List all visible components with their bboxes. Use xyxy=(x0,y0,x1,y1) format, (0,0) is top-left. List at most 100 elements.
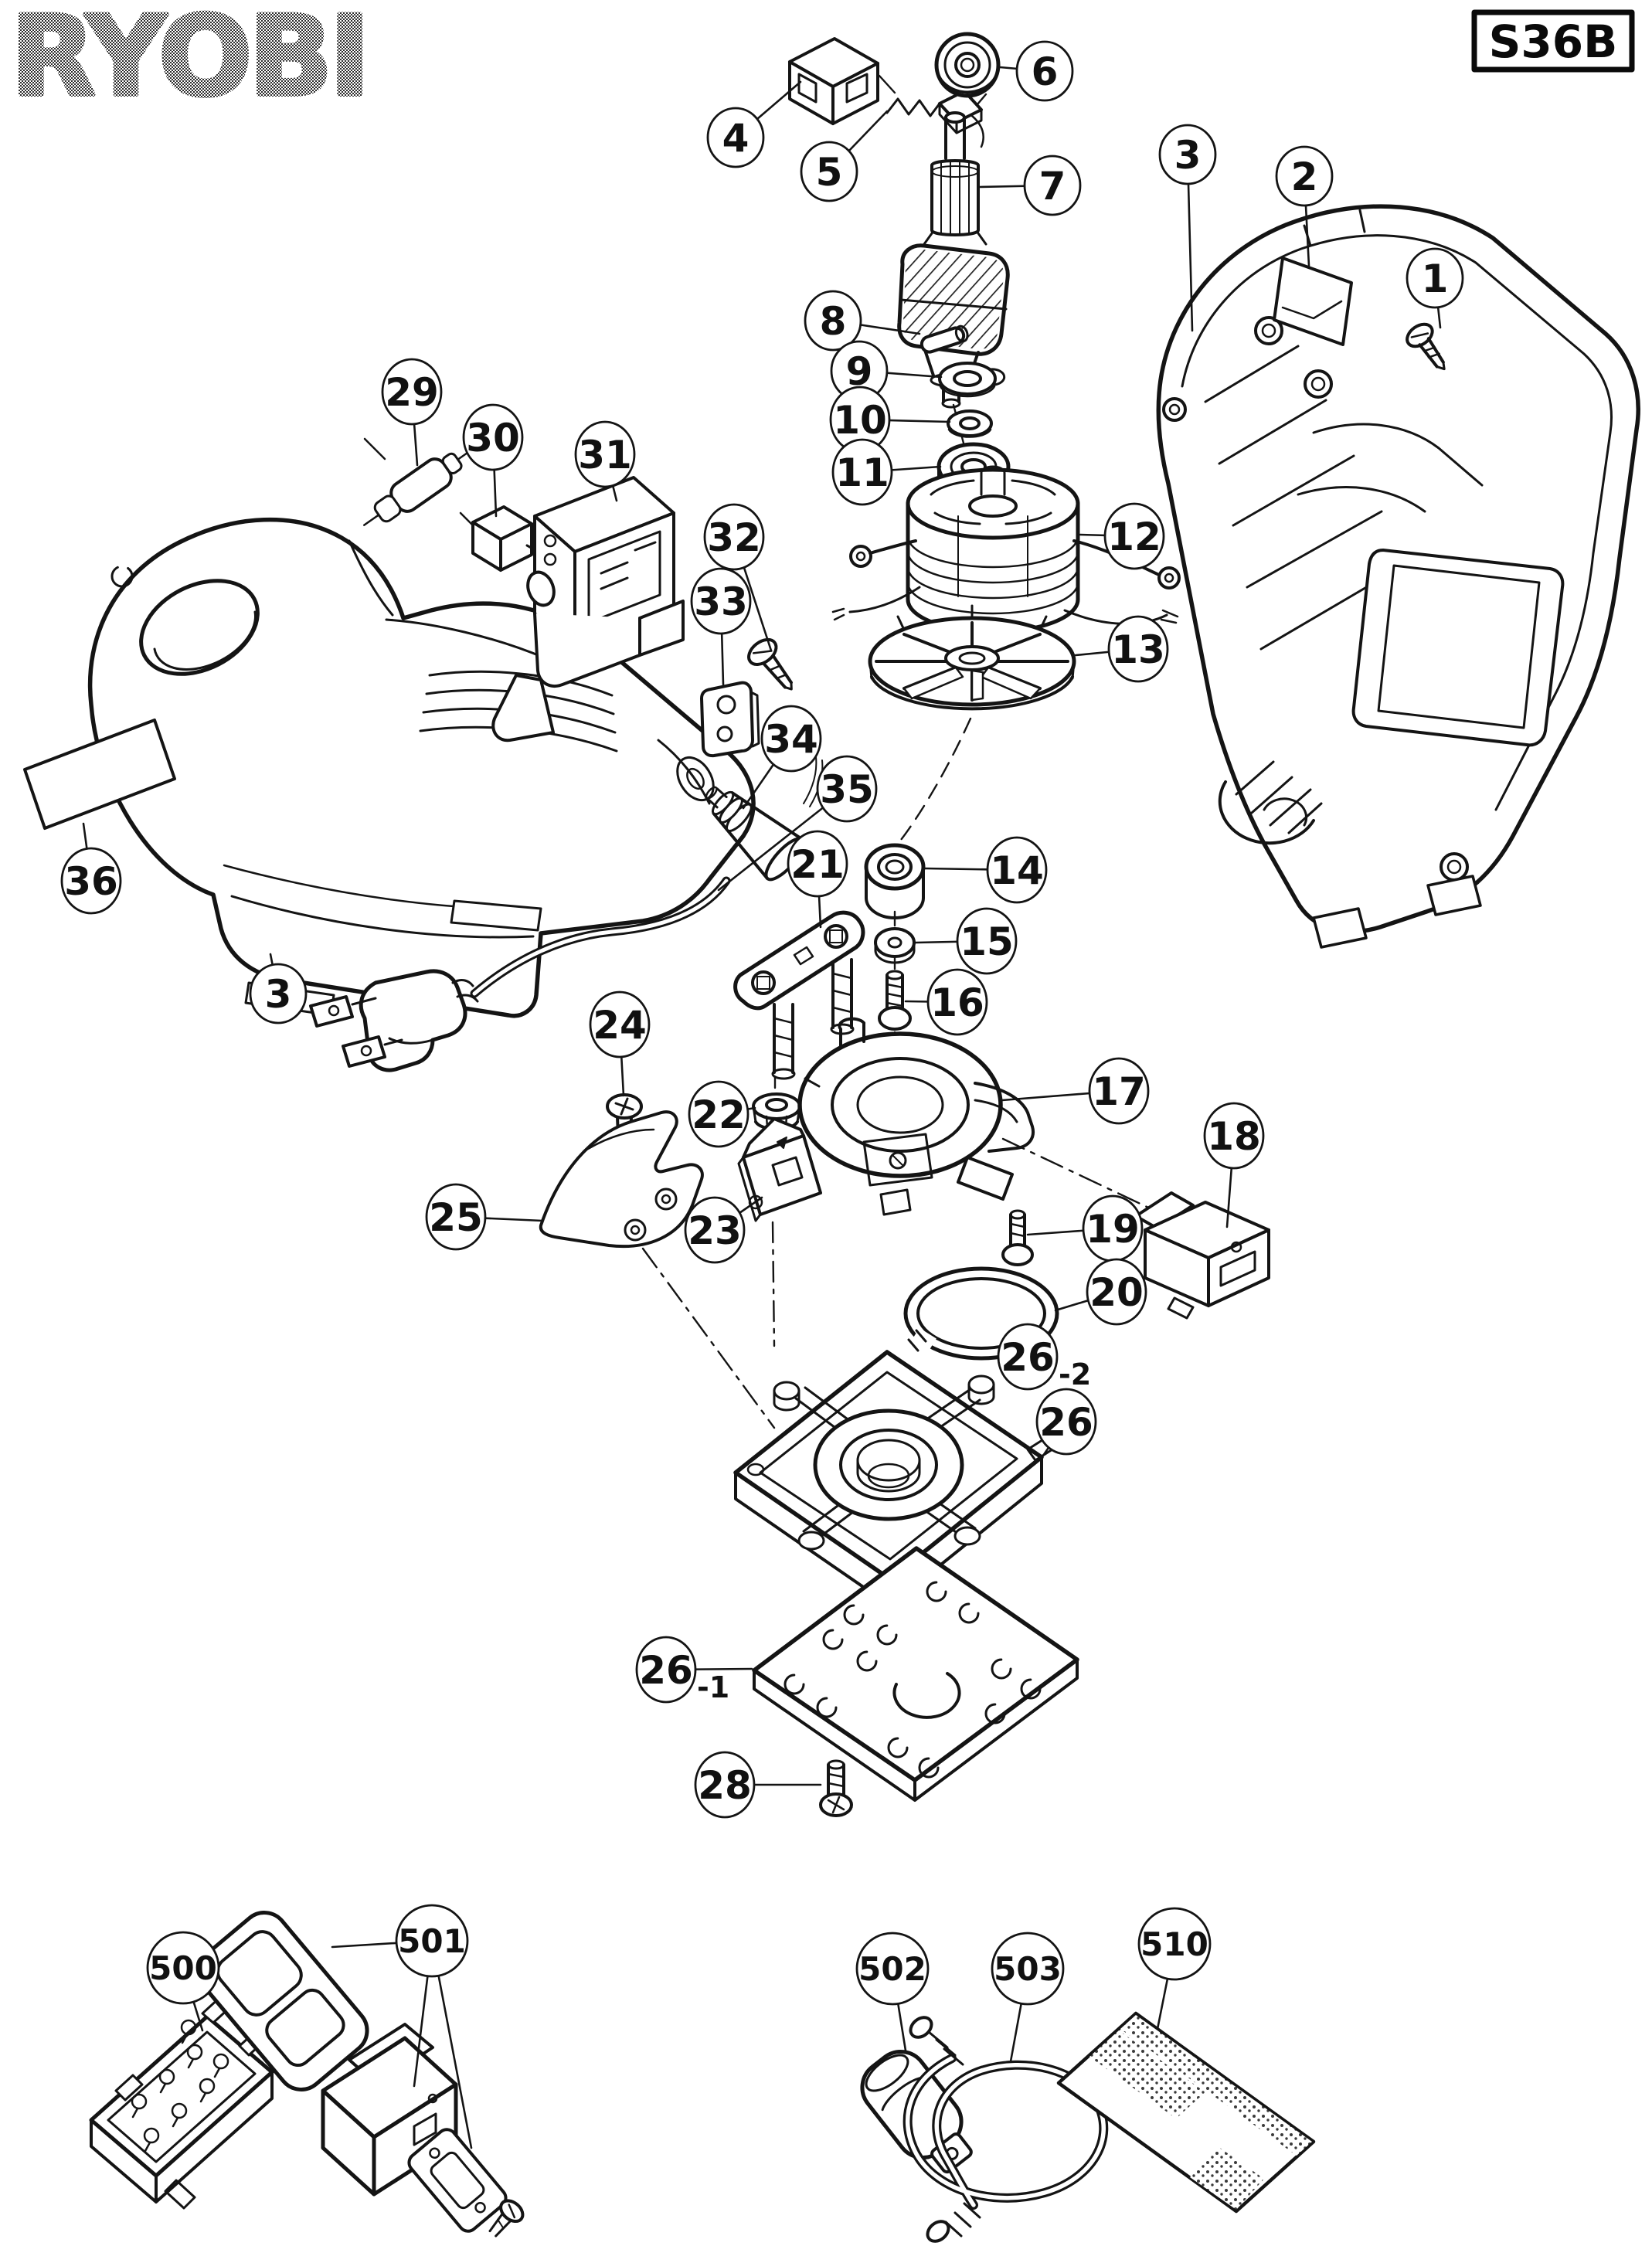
balloon-number: 5 xyxy=(816,150,843,195)
cord-clamp-plate xyxy=(700,681,760,758)
balloon-number: 33 xyxy=(694,579,748,624)
right-housing-half xyxy=(1156,204,1640,949)
callout-13: 13 xyxy=(1074,615,1169,683)
fan-housing xyxy=(797,1017,1035,1216)
callout-22: 22 xyxy=(688,1080,756,1148)
punch-plate-tray xyxy=(89,1995,274,2210)
callout-1: 1 xyxy=(1406,247,1464,329)
balloon-circle xyxy=(800,141,858,202)
upper-bearing xyxy=(934,32,1001,98)
callout-501: 501 xyxy=(331,1904,473,2149)
balloon-suffix: -2 xyxy=(1059,1357,1091,1391)
callout-30: 30 xyxy=(462,403,524,518)
balloon-circle xyxy=(462,403,524,471)
balloon-circle xyxy=(684,1196,746,1264)
balloon-number: 26 xyxy=(639,1648,693,1693)
balloon-number: 22 xyxy=(692,1092,746,1137)
callout-3: 3 xyxy=(249,953,308,1024)
cooling-fan xyxy=(868,604,1076,711)
balloon-circle xyxy=(1137,1907,1212,1981)
bearing-14 xyxy=(864,843,926,919)
armature xyxy=(897,111,1010,409)
callout-9: 9 xyxy=(830,340,943,402)
callout-7: 7 xyxy=(978,155,1082,216)
callout-32: 32 xyxy=(703,503,773,652)
housing-screw-1 xyxy=(1406,322,1446,371)
brand-logo: RYOBI xyxy=(11,0,367,121)
bracket-23 xyxy=(737,1117,822,1222)
nameplate-label-right xyxy=(1273,257,1353,346)
balloon-circle xyxy=(694,1751,756,1819)
callout-3: 3 xyxy=(1158,124,1217,332)
balloon-circle xyxy=(1015,40,1074,102)
balloon-number: 500 xyxy=(149,1949,217,1987)
balloon-circle xyxy=(997,1323,1059,1391)
callout-26: 26 xyxy=(1035,1388,1097,1457)
callout-16: 16 xyxy=(904,968,988,1036)
callout-layer: 1233456789101112131415161718192021222324… xyxy=(60,40,1464,2149)
dust-door xyxy=(1134,1191,1270,1320)
balloon-circle xyxy=(1203,1102,1265,1170)
balloon-circle xyxy=(1158,124,1217,185)
balloon-circle xyxy=(956,907,1018,975)
sandpaper-sheet xyxy=(1056,2011,1316,2214)
callout-28: 28 xyxy=(694,1751,822,1819)
screw-16 xyxy=(878,970,912,1031)
brush-holder xyxy=(788,37,879,125)
balloon-circle xyxy=(1103,502,1165,570)
balloon-number: 10 xyxy=(833,398,887,443)
balloon-number: 24 xyxy=(593,1003,647,1048)
balloon-circle xyxy=(1023,155,1082,216)
power-cord xyxy=(309,876,731,1072)
balloon-number: 501 xyxy=(398,1922,466,1960)
callout-23: 23 xyxy=(684,1196,763,1264)
callout-26-2: 26-2 xyxy=(997,1323,1091,1391)
screw-24 xyxy=(606,1093,643,1160)
balloon-number: 6 xyxy=(1032,49,1059,94)
balloon-circle xyxy=(804,290,862,352)
balloon-circle xyxy=(574,420,636,488)
balloon-circle xyxy=(1107,615,1169,683)
balloon-circle xyxy=(986,836,1048,904)
balloon-circle xyxy=(1086,1258,1147,1326)
balloon-circle xyxy=(760,705,822,773)
model-badge: S36B xyxy=(1471,9,1635,73)
balloon-number: 35 xyxy=(820,767,874,812)
balloon-circle xyxy=(146,1931,220,2005)
balloon-number: 502 xyxy=(858,1950,926,1988)
callout-503: 503 xyxy=(991,1932,1065,2063)
callout-35: 35 xyxy=(717,755,878,892)
balloon-number: 15 xyxy=(960,919,1014,964)
balloon-number: 36 xyxy=(64,859,118,904)
balloon-circle xyxy=(688,1080,750,1148)
balloon-circle xyxy=(425,1183,487,1251)
callout-34: 34 xyxy=(742,705,822,810)
balloon-circle xyxy=(831,438,893,506)
callout-36: 36 xyxy=(60,822,122,915)
balloon-number: 14 xyxy=(990,848,1044,893)
balloon-number: 16 xyxy=(930,980,984,1025)
armature-pin xyxy=(919,324,969,354)
callout-15: 15 xyxy=(914,907,1018,975)
screw-32 xyxy=(747,637,793,691)
balloon-circle xyxy=(1275,145,1334,207)
dust-hose xyxy=(902,2016,1109,2243)
pad-bracket-25 xyxy=(539,1110,704,1249)
balloon-circle xyxy=(1035,1388,1097,1456)
callout-510: 510 xyxy=(1137,1907,1212,2030)
washer-15 xyxy=(874,927,916,964)
nameplate-label-left xyxy=(23,719,176,830)
balloon-circle xyxy=(706,107,765,168)
callout-6: 6 xyxy=(998,40,1074,102)
balloon-circle xyxy=(249,963,308,1024)
callout-11: 11 xyxy=(831,438,942,506)
washer-9 xyxy=(938,362,1006,398)
callout-24: 24 xyxy=(589,990,651,1097)
callout-17: 17 xyxy=(1001,1057,1150,1125)
balloon-number: 29 xyxy=(385,370,439,415)
balloon-circle xyxy=(1406,247,1464,309)
paper-punch xyxy=(196,1911,525,2238)
balloon-number: 17 xyxy=(1092,1069,1146,1114)
balloon-number: 1 xyxy=(1422,257,1449,301)
